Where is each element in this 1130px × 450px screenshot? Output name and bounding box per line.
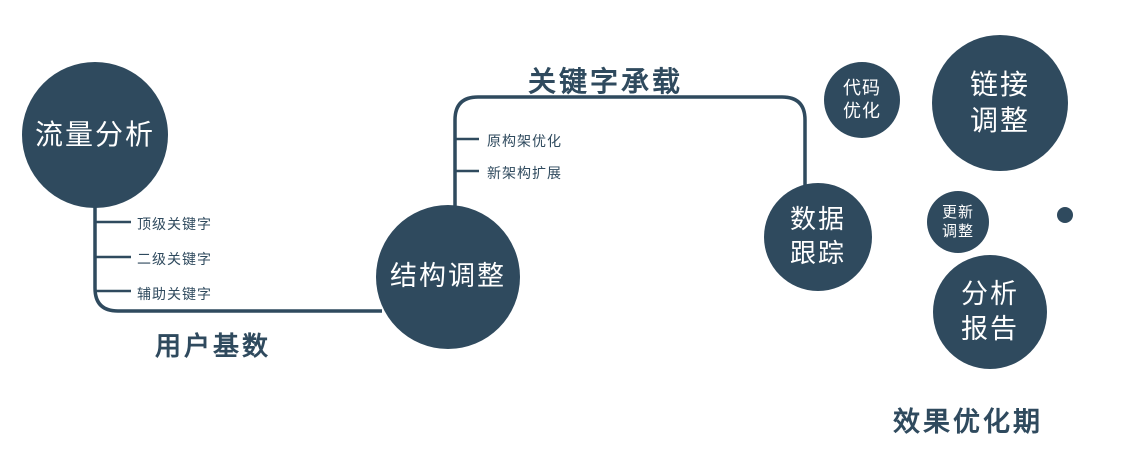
edge-label-keyword-carry: 关键字承载 xyxy=(528,66,684,97)
node-update-adjustment-line1: 更新 xyxy=(941,203,974,221)
bullet-dot xyxy=(1057,207,1073,223)
node-link-adjustment-line1: 链接 xyxy=(969,68,1030,100)
node-traffic-analysis: 流量分析 xyxy=(22,62,168,208)
edge-label-user-base: 用户基数 xyxy=(155,331,272,361)
node-data-tracking-line1: 数据 xyxy=(789,204,846,235)
node-code-optimization-line1: 代码 xyxy=(843,77,881,98)
node-analysis-report: 分析 报告 xyxy=(933,255,1047,369)
node-code-optimization-line2: 优化 xyxy=(843,101,881,121)
structure-branch-ticks xyxy=(455,137,479,173)
footer-label-effect-optimization: 效果优化期 xyxy=(893,407,1043,437)
traffic-branch-ticks xyxy=(95,220,131,293)
node-analysis-report-line1: 分析 xyxy=(961,278,1019,309)
node-data-tracking-line2: 跟踪 xyxy=(789,238,846,268)
connector-keyword-carry-path xyxy=(453,95,807,208)
node-link-adjustment-line2: 调整 xyxy=(969,105,1030,136)
node-data-tracking: 数据 跟踪 xyxy=(764,183,872,291)
node-code-optimization: 代码 优化 xyxy=(824,62,900,138)
branch-label-auxiliary-keywords: 辅助关键字 xyxy=(137,286,212,302)
node-update-adjustment-line2: 调整 xyxy=(941,223,974,240)
node-structure-adjustment-label: 结构调整 xyxy=(390,261,506,292)
node-update-adjustment: 更新 调整 xyxy=(927,191,989,253)
branch-label-top-keywords: 顶级关键字 xyxy=(137,216,212,232)
branch-label-new-architecture: 新架构扩展 xyxy=(487,165,562,181)
node-traffic-analysis-label: 流量分析 xyxy=(34,118,155,150)
branch-label-secondary-keywords: 二级关键字 xyxy=(137,251,212,267)
node-analysis-report-line2: 报告 xyxy=(961,314,1019,344)
node-link-adjustment: 链接 调整 xyxy=(932,35,1068,171)
branch-label-original-architecture: 原构架优化 xyxy=(487,133,562,149)
node-structure-adjustment: 结构调整 xyxy=(376,205,520,349)
